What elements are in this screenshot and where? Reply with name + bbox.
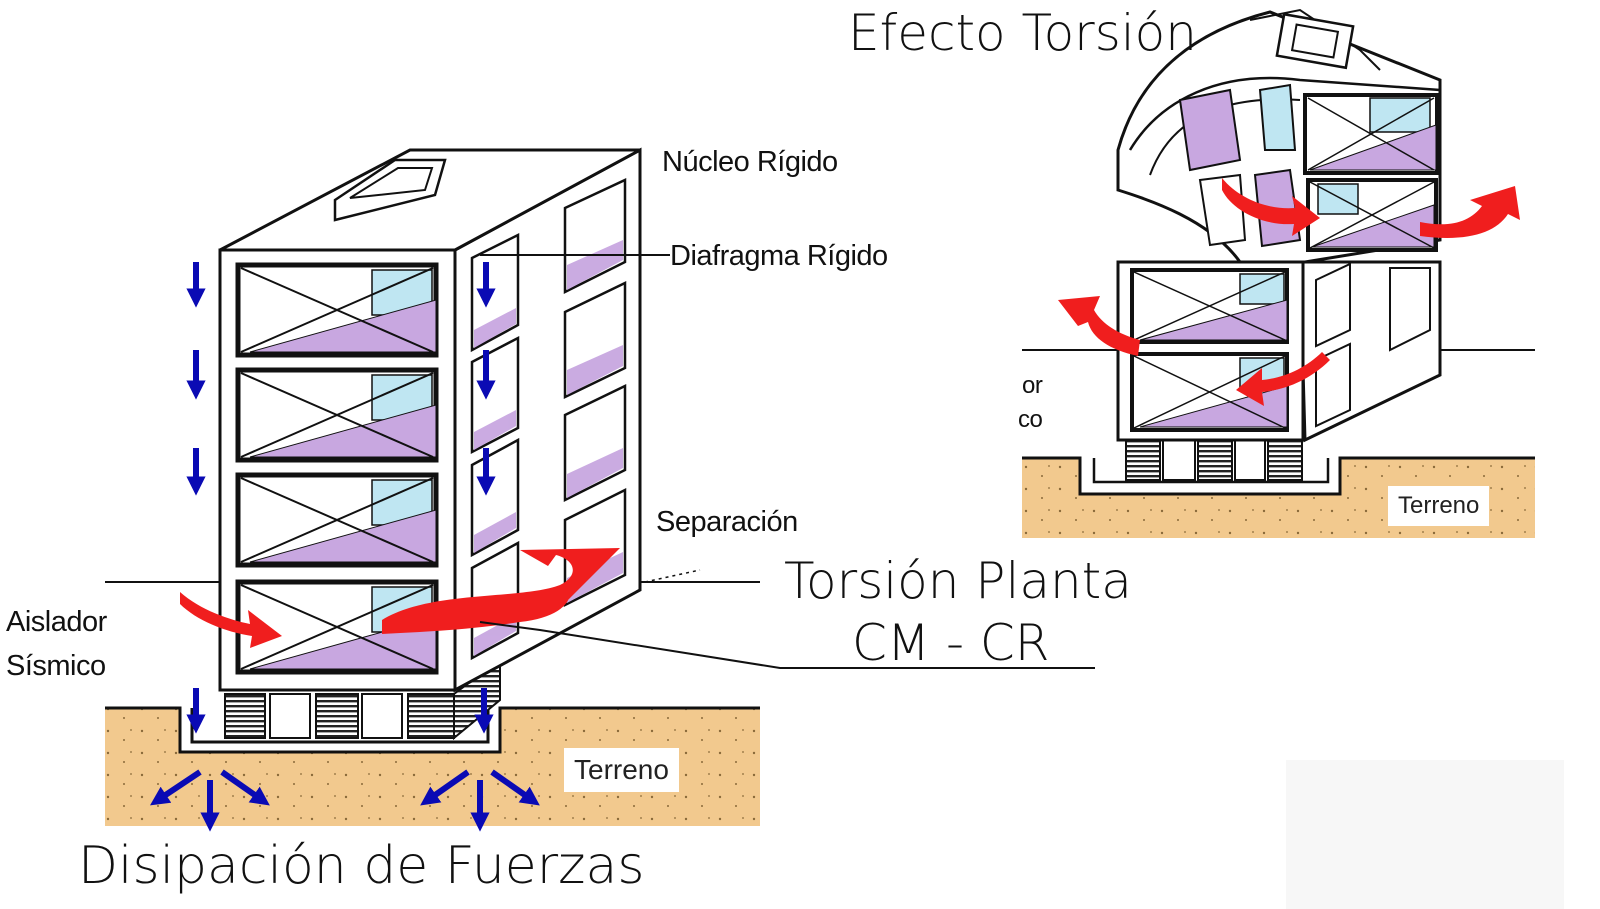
curved-arrow-icon <box>1222 178 1320 236</box>
force-dissipation-arrows <box>150 769 540 832</box>
curved-arrow-icon <box>1420 186 1520 238</box>
torsion-planta-label: Torsión Planta <box>784 552 1132 610</box>
cropped-aislador-fragment: or <box>1022 372 1043 399</box>
efecto-torsion-title: Efecto Torsión <box>848 4 1197 62</box>
curved-arrow-icon <box>1058 296 1140 356</box>
blank-panel <box>1286 760 1564 909</box>
diafragma-rigido-label: Diafragma Rígido <box>670 240 888 272</box>
separacion-label: Separación <box>656 506 798 538</box>
gravity-load-arrows <box>186 262 496 734</box>
terreno-inset-label: Terreno <box>1388 486 1490 526</box>
curved-arrow-icon <box>1236 352 1330 406</box>
terreno-main-label: Terreno <box>564 748 679 792</box>
inset-torsion-arrows <box>1058 178 1520 406</box>
curved-arrow-icon <box>382 548 620 634</box>
sismico-label: Sísmico <box>6 650 106 682</box>
torsion-arrows <box>180 548 620 648</box>
cm-cr-label: CM - CR <box>852 614 1050 672</box>
disipacion-caption: Disipación de Fuerzas <box>78 836 645 896</box>
main-building-illustration <box>105 147 1095 832</box>
nucleo-rigido-label: Núcleo Rígido <box>662 146 838 178</box>
curved-arrow-icon <box>180 592 282 648</box>
cropped-sismico-fragment: co <box>1018 406 1043 433</box>
torsion-effect-illustration <box>1022 8 1535 538</box>
aislador-label: Aislador <box>6 606 107 638</box>
